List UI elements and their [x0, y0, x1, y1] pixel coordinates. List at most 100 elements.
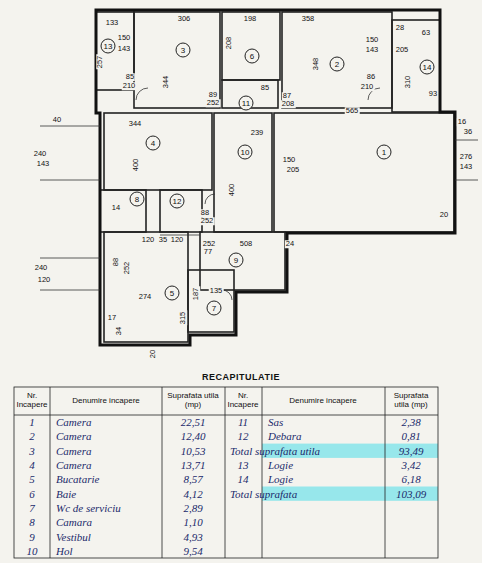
dimension-label: 306	[177, 15, 192, 23]
dimension-label: 208	[281, 100, 296, 108]
table-cell: Logie	[268, 474, 293, 485]
callout-number: 6	[250, 52, 254, 60]
dimension-label: 120	[170, 236, 185, 244]
callout-circle: 1	[377, 145, 392, 160]
dimension-label: 143	[365, 46, 380, 54]
dimension-label: 252	[202, 240, 217, 248]
dimension-label: 208	[225, 36, 233, 51]
dimension-label: 120	[37, 276, 52, 284]
callout-number: 11	[242, 99, 250, 107]
table-cell: 4,93	[183, 531, 202, 542]
dimension-label: 400	[228, 183, 236, 198]
dimension-label: 150	[365, 36, 380, 44]
dimension-label: 16	[457, 118, 467, 126]
table-cell: 1	[29, 417, 35, 428]
dimension-label: 150	[117, 34, 132, 42]
dimension-label: 187	[192, 287, 200, 302]
dimension-label: 14	[111, 204, 121, 212]
table-cell: 22,51	[181, 417, 206, 428]
dimension-label: 344	[128, 120, 143, 128]
dimension-label: 210	[122, 82, 137, 90]
table-cell: Wc de serviciu	[56, 502, 121, 513]
table-header: Denumire incapere	[51, 397, 161, 406]
table-cell: Camera	[56, 431, 91, 442]
dimension-label: 89	[208, 91, 218, 99]
dimension-label: 274	[138, 293, 153, 301]
callout-circle: 14	[420, 60, 435, 75]
dimension-label: 20	[149, 349, 157, 359]
table-title: RECAPITULATIE	[202, 372, 280, 382]
dimension-label: 257	[96, 55, 104, 70]
table-cell: 93,49	[399, 445, 424, 456]
table-cell: 3,42	[401, 460, 420, 471]
callout-circle: 3	[176, 43, 191, 58]
table-cell: 9	[29, 531, 35, 542]
callout-number: 12	[173, 197, 182, 205]
table-cell: Vestibul	[56, 531, 91, 542]
table-header: Nr. Incapere	[225, 392, 261, 410]
table-cell: 3	[29, 445, 35, 456]
table-cell: Hol	[56, 545, 73, 556]
dimension-label: 133	[105, 19, 120, 27]
table-cell: 103,09	[396, 488, 426, 499]
table-cell: 2	[29, 431, 35, 442]
dimension-label: 86	[366, 73, 376, 81]
dimension-label: 24	[285, 240, 295, 248]
table-cell: 2,38	[401, 417, 420, 428]
callout-circle: 5	[165, 286, 180, 301]
dimension-label: 63	[421, 29, 431, 37]
table-cell: 8,57	[183, 474, 202, 485]
callout-circle: 7	[207, 301, 222, 316]
dimension-label: 93	[428, 90, 438, 98]
dimension-label: 143	[36, 160, 51, 168]
table-cell: 6,18	[401, 474, 420, 485]
dimension-label: 310	[404, 75, 412, 90]
dimension-label: 88	[200, 209, 210, 217]
table-cell: 4	[29, 460, 35, 471]
table-cell: 12	[238, 431, 249, 442]
table-cell: 6	[29, 488, 35, 499]
table-cell: Debara	[268, 431, 302, 442]
table-cell: Camera	[56, 460, 91, 471]
dimension-label: 252	[206, 99, 221, 107]
table-cell: Camera	[56, 445, 91, 456]
callout-circle: 11	[239, 96, 254, 111]
table-cell: Camara	[56, 517, 92, 528]
table-cell: 11	[238, 417, 248, 428]
dimension-label: 239	[250, 129, 265, 137]
table-cell: 10	[27, 545, 38, 556]
callout-circle: 9	[229, 253, 244, 268]
dimension-label: 20	[439, 211, 449, 219]
table-cell: Total suprafata	[230, 488, 297, 499]
table-cell: 12,40	[181, 431, 206, 442]
dimension-label: 198	[243, 15, 258, 23]
dimension-label: 565	[345, 107, 360, 115]
table-header: Denumire incapere	[263, 397, 383, 406]
table-cell: 5	[29, 474, 35, 485]
callout-number: 1	[382, 148, 386, 156]
callout-circle: 13	[101, 39, 116, 54]
dimension-label: 88	[112, 257, 120, 267]
table-cell: 10,53	[181, 445, 206, 456]
dimension-label: 400	[132, 158, 140, 173]
dimension-label: 120	[141, 236, 156, 244]
callout-number: 9	[234, 256, 238, 264]
dimension-label: 348	[312, 57, 320, 72]
table-cell: Sas	[268, 417, 283, 428]
callout-number: 13	[104, 42, 113, 50]
dimension-label: 77	[203, 248, 213, 256]
table-cell: 13,71	[181, 460, 206, 471]
table-cell: 1,10	[183, 517, 202, 528]
table-cell: Logie	[268, 460, 293, 471]
table-cell: Camera	[56, 417, 91, 428]
dimension-label: 36	[463, 128, 473, 136]
dimension-label: 210	[360, 83, 375, 91]
dimension-label: 508	[239, 240, 254, 248]
dimension-label: 150	[282, 156, 297, 164]
dimension-label: 205	[395, 46, 410, 54]
table-cell: 8	[29, 517, 35, 528]
table-cell: 2,89	[183, 502, 202, 513]
dimension-label: 252	[200, 217, 215, 225]
table-header: Nr. Incapere	[15, 392, 49, 410]
table-cell: 9,54	[183, 545, 202, 556]
